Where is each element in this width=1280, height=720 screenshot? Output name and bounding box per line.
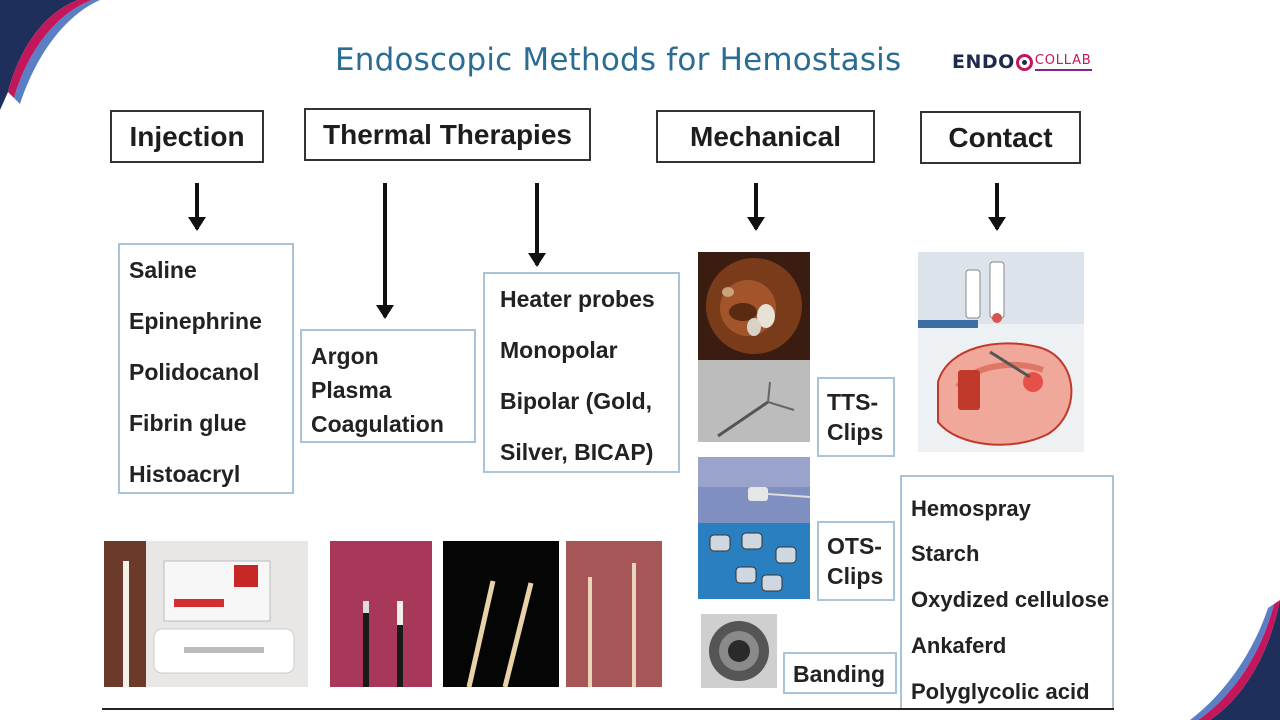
- arrow-down-icon: [188, 183, 206, 231]
- thermal-apc-box: Argon Plasma Coagulation: [300, 329, 476, 443]
- bottom-divider: [102, 708, 1114, 710]
- list-item: Oxydized cellulose: [911, 587, 1110, 612]
- label-line: Clips: [827, 419, 884, 445]
- category-mechanical: Mechanical: [656, 110, 875, 163]
- list-item: Silver, BICAP): [500, 439, 654, 465]
- list-item: Polidocanol: [129, 359, 260, 385]
- list-item: Fibrin glue: [129, 410, 247, 436]
- list-item: Bipolar (Gold,: [500, 388, 653, 414]
- list-item: Histoacryl: [129, 461, 241, 487]
- banding-label: Banding: [783, 652, 897, 694]
- endoscopic-clip-photo: [698, 252, 810, 360]
- list-item: Ankaferd: [911, 633, 1007, 658]
- heater-probe-photo: [566, 541, 662, 687]
- thermal-probes-list: Heater probes Monopolar Bipolar (Gold, S…: [483, 272, 680, 473]
- list-item: Hemospray: [911, 496, 1031, 521]
- list-item: Heater probes: [500, 286, 655, 312]
- bipolar-probe-photo: [443, 541, 559, 687]
- injection-needle-kit-photo: [104, 541, 308, 687]
- list-item: Polyglycolic acid: [911, 679, 1090, 704]
- banding-device-photo: [701, 614, 777, 688]
- label-line: Banding: [793, 661, 885, 687]
- label-line: Clips: [827, 563, 884, 589]
- tts-clip-device-photo: [698, 360, 810, 442]
- logo-mark-icon: [1015, 53, 1033, 71]
- apc-probe-photo: [330, 541, 432, 687]
- list-item: Monopolar: [500, 337, 618, 363]
- ots-clips-set-photo: [698, 523, 810, 599]
- ots-clips-label: OTS- Clips: [817, 521, 895, 601]
- arrow-down-icon: [988, 183, 1006, 231]
- ots-clip-device-photo: [698, 457, 810, 523]
- logo-text-endo: ENDO: [952, 51, 1015, 73]
- injection-agents-list: Saline Epinephrine Polidocanol Fibrin gl…: [118, 243, 294, 494]
- list-item: Argon: [311, 343, 379, 369]
- list-item: Coagulation: [311, 411, 444, 437]
- endocollab-logo: ENDO COLLAB: [952, 51, 1092, 73]
- contact-agents-list: Hemospray Starch Oxydized cellulose Anka…: [900, 475, 1114, 710]
- category-thermal-therapies: Thermal Therapies: [304, 108, 591, 161]
- label-line: TTS-: [827, 389, 879, 415]
- corner-decoration-top-left: [0, 0, 100, 110]
- arrow-down-icon: [528, 183, 546, 267]
- tts-clips-label: TTS- Clips: [817, 377, 895, 457]
- category-contact: Contact: [920, 111, 1081, 164]
- list-item: Epinephrine: [129, 308, 262, 334]
- list-item: Plasma: [311, 377, 392, 403]
- list-item: Saline: [129, 257, 197, 283]
- corner-decoration-bottom-right: [1190, 600, 1280, 720]
- category-injection: Injection: [110, 110, 264, 163]
- arrow-down-icon: [747, 183, 765, 231]
- hemostatic-powder-illustration: [918, 252, 1084, 452]
- label-line: OTS-: [827, 533, 882, 559]
- arrow-down-icon: [376, 183, 394, 319]
- logo-text-collab: COLLAB: [1034, 53, 1092, 71]
- page-title: Endoscopic Methods for Hemostasis: [335, 42, 902, 78]
- list-item: Starch: [911, 541, 980, 566]
